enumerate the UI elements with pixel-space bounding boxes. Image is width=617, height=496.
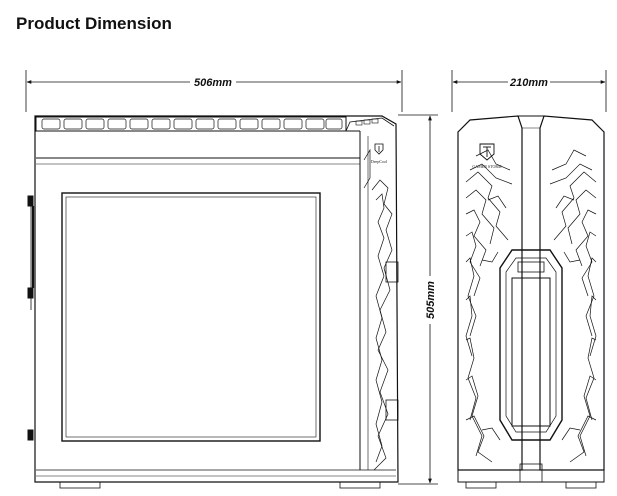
front-brand-label: GAMER STORM: [472, 164, 502, 169]
front-logo: GAMER STORM: [472, 143, 502, 169]
page-title: Product Dimension: [16, 14, 172, 33]
front-width-label: 210mm: [509, 77, 548, 89]
top-vent-slots: [41, 118, 343, 130]
deepcool-logo-icon: [374, 143, 384, 155]
side-front-pattern: [363, 148, 399, 471]
gamerstorm-logo-icon: [479, 143, 495, 161]
side-length-label: 506mm: [194, 77, 232, 89]
side-view: [27, 115, 399, 489]
side-brand-label: DeepCool: [371, 159, 388, 164]
front-right-pattern: [549, 149, 597, 463]
dimension-width-front: [451, 70, 607, 112]
dimension-width-side: [25, 70, 403, 112]
front-view: [457, 115, 605, 489]
dimension-height: [398, 114, 438, 485]
height-label: 505mm: [425, 281, 437, 319]
front-left-pattern: [465, 149, 513, 463]
side-logo: DeepCool: [371, 143, 388, 164]
